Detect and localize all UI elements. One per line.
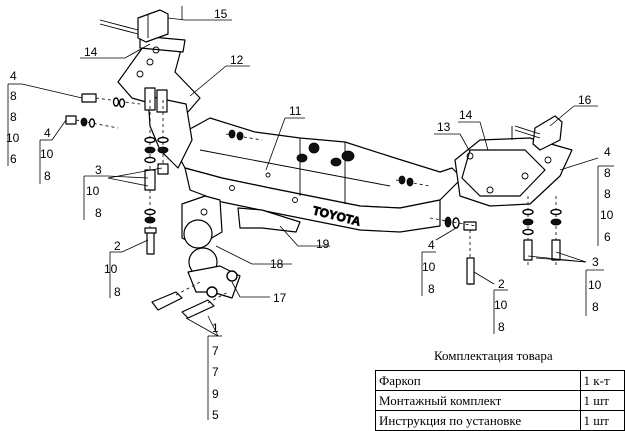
stack-right-b-2: 10 [422, 260, 436, 274]
ball-mount [181, 195, 301, 249]
stack-bottom-2: 7 [212, 344, 219, 358]
callout-15: 15 [214, 7, 228, 21]
stack-left-d-2: 10 [104, 262, 118, 276]
stack-right-d-1: 2 [498, 277, 505, 291]
main-crossbeam: TOYOTA [169, 117, 463, 233]
stack-right-b-1: 4 [428, 238, 435, 252]
kit-item-name: Монтажный комплект [375, 390, 581, 411]
center-fasteners [225, 129, 431, 187]
stack-left-a-4: 10 [6, 131, 20, 145]
stack-bottom-5: 5 [212, 408, 219, 422]
callout-16: 16 [578, 93, 592, 107]
stack-right-c-1: 3 [592, 255, 599, 269]
kit-table: Фаркоп 1 к-т Монтажный комплект 1 шт Инс… [375, 370, 625, 431]
left-bracket [117, 35, 201, 169]
stack-left-a-2: 8 [10, 89, 17, 103]
callout-14-left: 14 [84, 45, 98, 59]
callout-19: 19 [316, 237, 330, 251]
kit-item-name: Инструкция по установке [375, 410, 581, 431]
stack-left-d-3: 8 [114, 285, 121, 299]
stack-left-b-2: 10 [40, 147, 54, 161]
right-fasteners [429, 196, 562, 285]
stack-left-a-5: 6 [10, 152, 17, 166]
stack-right-b-3: 8 [428, 282, 435, 296]
right-bracket [454, 115, 573, 207]
tow-ball [187, 247, 241, 299]
stack-right-d-2: 10 [494, 298, 508, 312]
callout-11: 11 [289, 104, 302, 118]
kit-item-qty: 1 к-т [579, 370, 625, 391]
stack-left-b-3: 8 [44, 169, 51, 183]
table-row: Фаркоп 1 к-т [375, 370, 625, 391]
clip-plate-left [99, 9, 169, 43]
table-row: Монтажный комплект 1 шт [375, 390, 625, 411]
callout-13: 13 [437, 120, 451, 134]
stack-right-d-3: 8 [498, 320, 505, 334]
kit-table-title: Комплектация товара [434, 348, 553, 363]
bottom-bolts [151, 281, 229, 319]
stack-right-a-3: 8 [604, 187, 611, 201]
stack-right-a-5: 6 [604, 230, 611, 244]
stack-left-d-1: 2 [114, 239, 121, 253]
callout-18: 18 [270, 257, 284, 271]
stack-right-c-2: 10 [588, 278, 602, 292]
stack-left-c-3: 8 [95, 206, 102, 220]
kit-item-qty: 1 шт [579, 410, 625, 431]
callout-14-right: 14 [459, 108, 473, 122]
leader-lines [7, 6, 614, 420]
stack-right-a-4: 10 [600, 208, 614, 222]
stack-right-a-1: 4 [604, 145, 611, 159]
stack-bottom-3: 7 [212, 365, 219, 379]
left-fasteners [65, 93, 169, 255]
stack-left-c-1: 3 [95, 163, 102, 177]
stack-left-a-1: 4 [10, 69, 17, 83]
stack-left-a-3: 8 [10, 110, 17, 124]
kit-item-qty: 1 шт [579, 390, 625, 411]
callout-labels: 15 14 12 11 13 14 16 19 18 17 4 8 8 10 6… [6, 7, 614, 422]
stack-bottom-1: 1 [212, 321, 219, 335]
stack-bottom-4: 9 [212, 387, 219, 401]
stack-left-b-1: 4 [44, 126, 51, 140]
callout-17: 17 [273, 291, 287, 305]
kit-item-name: Фаркоп [375, 370, 581, 391]
callout-12: 12 [230, 53, 244, 67]
table-row: Инструкция по установке 1 шт [375, 410, 625, 431]
stack-right-a-2: 8 [604, 166, 611, 180]
stack-left-c-2: 10 [86, 184, 100, 198]
stack-right-c-3: 8 [592, 300, 599, 314]
